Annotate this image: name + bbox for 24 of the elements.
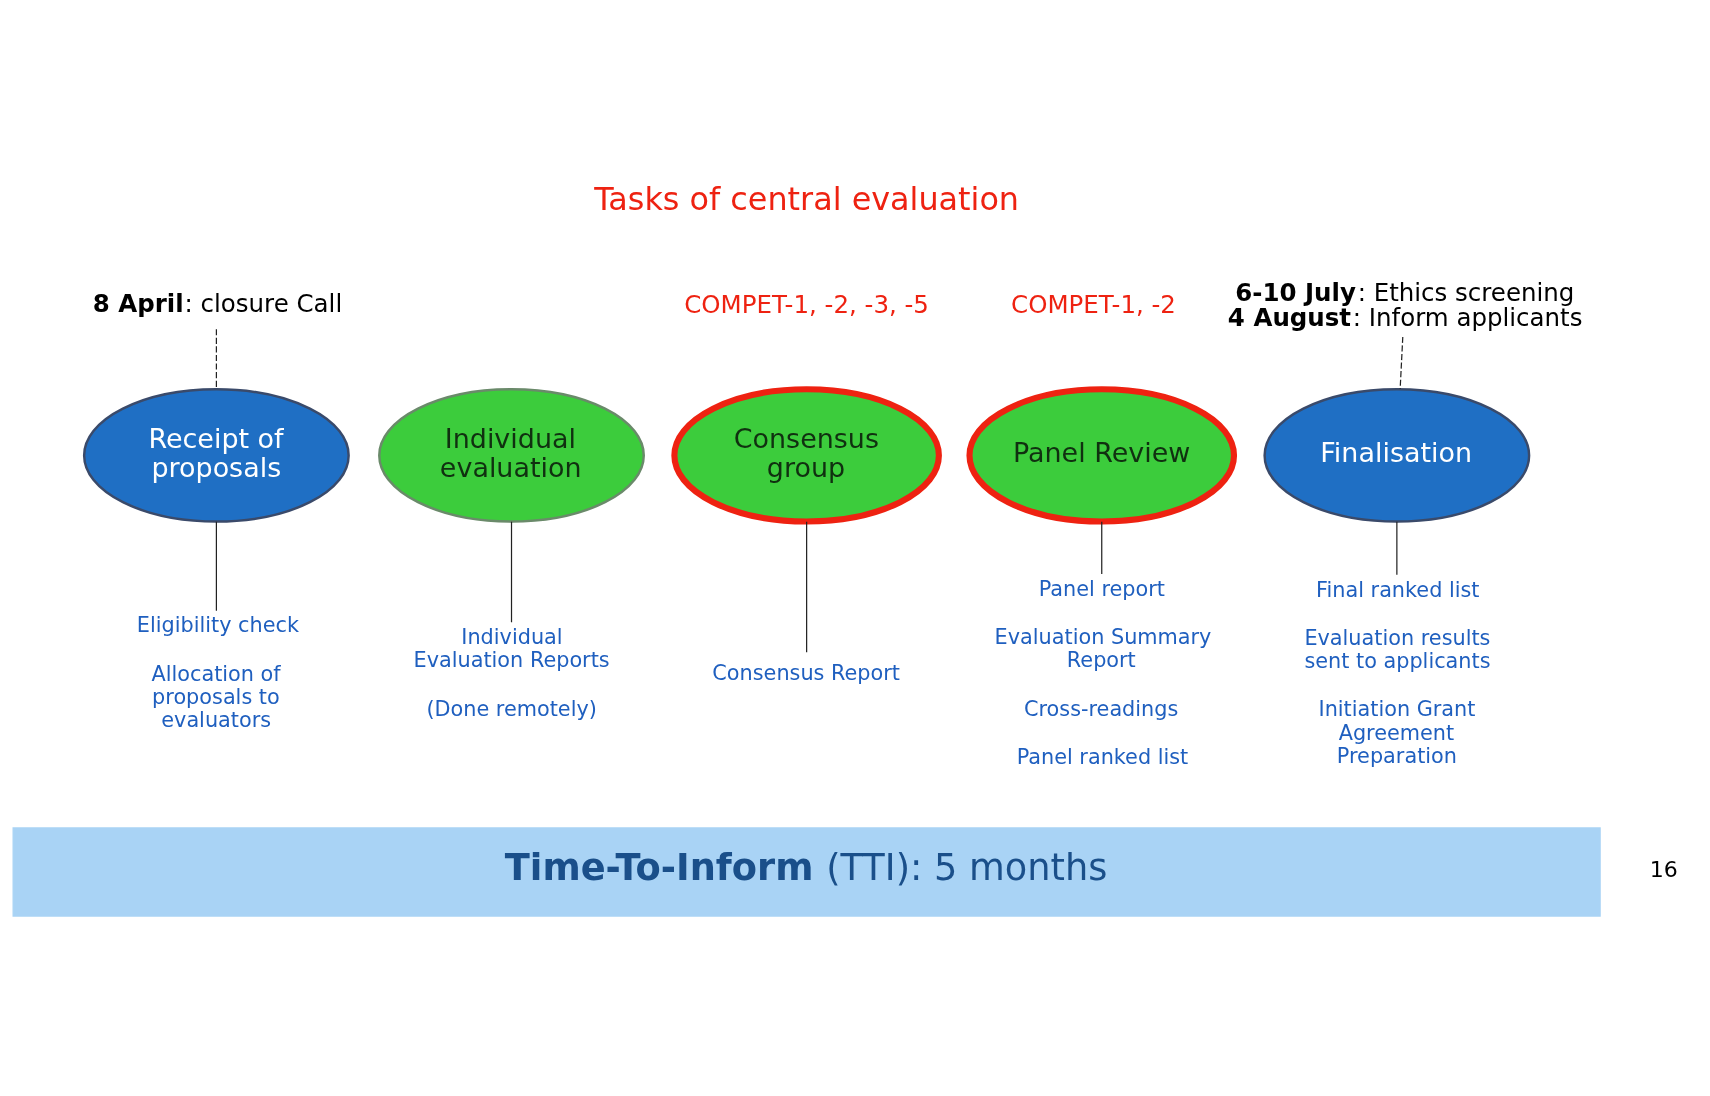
node-ellipse: Consensus group: [671, 386, 942, 525]
node-ellipse: Panel Review: [966, 386, 1238, 525]
node-text: 6-10 July: Ethics screening 4 August: Inform applicants: [1227, 278, 1583, 332]
connector: [1396, 521, 1398, 576]
label: 16: [1649, 857, 1678, 883]
node-text: Individual Evaluation Reports (Done remotely): [413, 625, 610, 721]
connector: [510, 521, 513, 623]
node-box: Time-To-Inform (TTI): 5 months: [12, 827, 1601, 917]
node-text: Consensus Report: [712, 660, 900, 685]
node-ellipse: Individual evaluation: [378, 388, 645, 523]
node-ellipse: Receipt of proposals: [82, 388, 350, 523]
connector: [806, 521, 808, 653]
connector: [1101, 521, 1103, 575]
node-text: Final ranked list Evaluation results sent to applicants Initiation Grant Agreement Preparation: [1304, 577, 1491, 768]
node-text: 8 April: closure Call: [92, 289, 343, 319]
label: Tasks of central evaluation: [594, 180, 1020, 219]
node-text: Eligibility check Allocation of proposals to evaluators: [136, 613, 299, 733]
node-label: COMPET-1, -2, -3, -5: [684, 290, 929, 320]
connector: [1399, 336, 1404, 390]
node-text: Panel report Evaluation Summary Report Cross-readings Panel ranked list: [994, 576, 1212, 769]
connector: [215, 328, 217, 390]
node-label: COMPET-1, -2: [1011, 290, 1176, 320]
connector: [215, 521, 217, 612]
node-ellipse: Finalisation: [1263, 388, 1531, 523]
